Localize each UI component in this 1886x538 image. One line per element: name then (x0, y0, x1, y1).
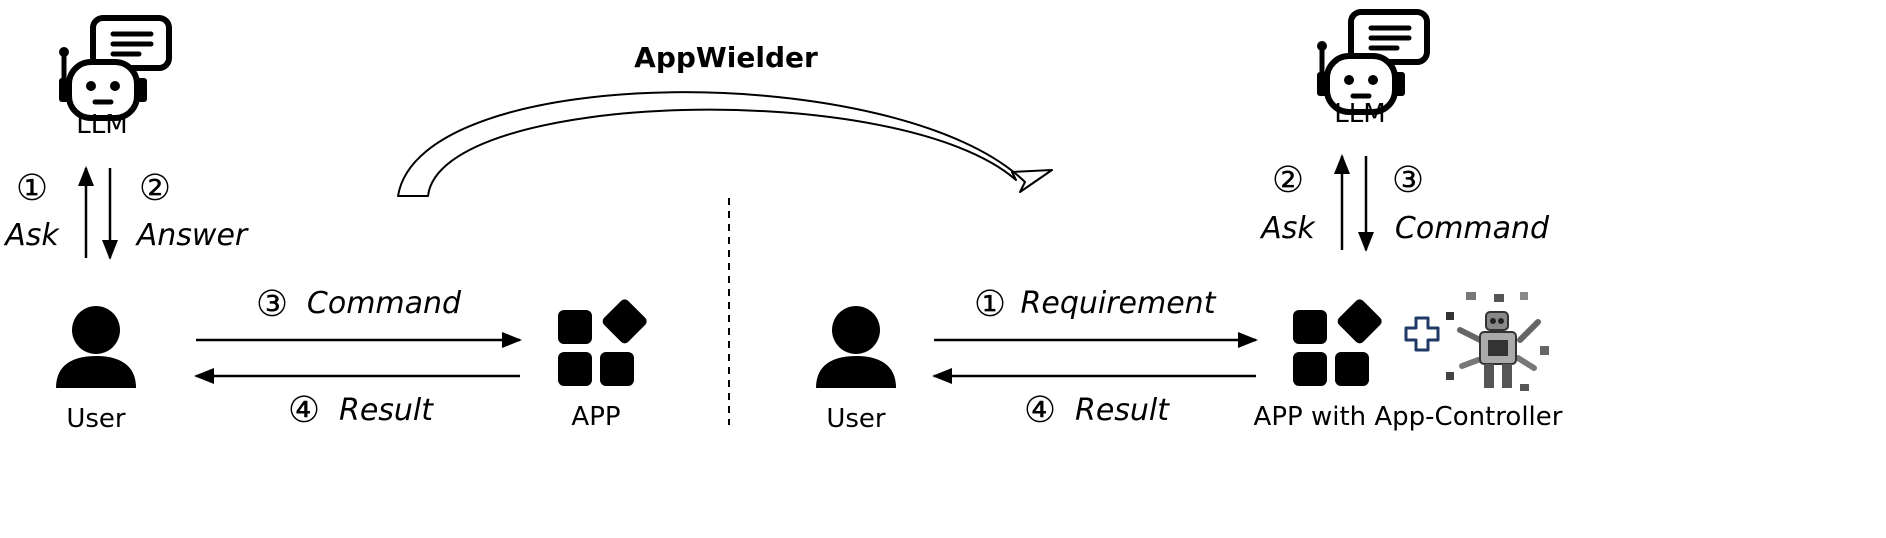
right-app-label: APP with App-Controller (1254, 402, 1563, 432)
left-step2-num: ② (139, 168, 171, 209)
right-step1-label: Requirement (1021, 286, 1217, 321)
right-step2-label: Ask (1259, 211, 1316, 246)
left-step1-label: Ask (3, 218, 60, 253)
llm-robot-icon (1317, 12, 1427, 112)
right-step3-num: ③ (1392, 160, 1424, 201)
left-user-label: User (66, 404, 126, 434)
left-step4-label: Result (339, 393, 434, 428)
right-llm-label: LLM (1334, 99, 1385, 129)
left-llm-label: LLM (76, 110, 127, 140)
left-user-icon (56, 306, 136, 388)
left-step3-label: Command (307, 286, 462, 321)
plus-icon (1404, 316, 1440, 352)
left-app-icon (558, 297, 649, 386)
left-app-label: APP (571, 402, 620, 432)
right-app-icon (1293, 297, 1384, 386)
left-step3-num: ③ (256, 284, 288, 325)
right-step2-num: ② (1272, 160, 1304, 201)
right-user-icon (816, 306, 896, 388)
left-step4-num: ④ (288, 390, 320, 431)
left-step1-num: ① (16, 168, 48, 209)
llm-robot-icon (59, 18, 169, 118)
left-step2-label: Answer (135, 218, 249, 253)
diagram-title: AppWielder (634, 41, 818, 74)
right-user-label: User (826, 404, 886, 434)
right-step3-label: Command (1395, 211, 1550, 246)
transition-arrow (397, 91, 1053, 197)
right-step4-label: Result (1075, 393, 1170, 428)
right-step4-num: ④ (1024, 390, 1056, 431)
right-step1-num: ① (974, 284, 1006, 325)
robot-controller-icon (1446, 292, 1549, 391)
